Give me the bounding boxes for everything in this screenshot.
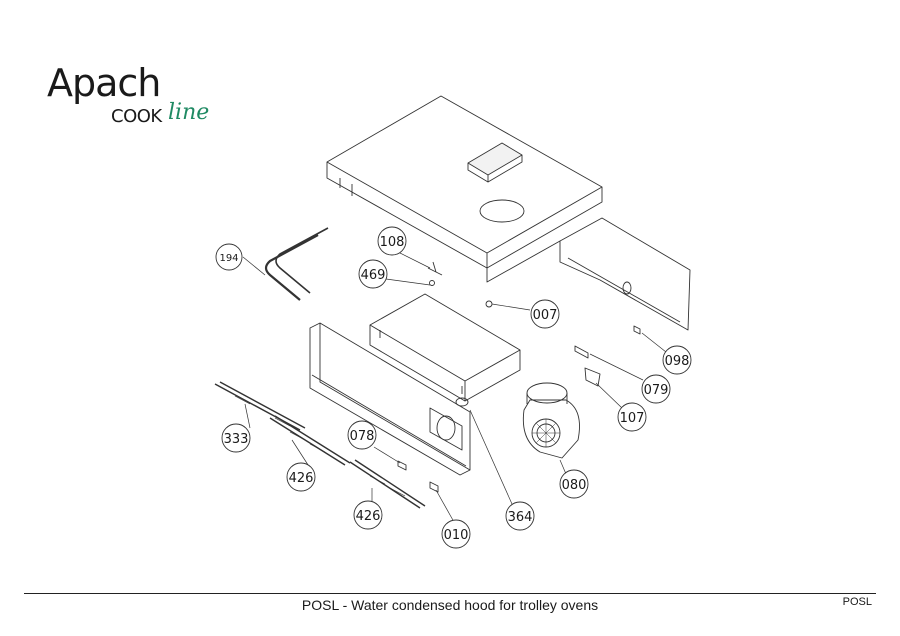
svg-text:078: 078 [350, 429, 375, 444]
small-fittings [397, 261, 641, 493]
callout-080: 080 [559, 469, 589, 499]
brand-logo-line: line [168, 100, 210, 125]
brand-logo-apach: Apach [47, 61, 161, 105]
callout-007: 007 [530, 299, 560, 329]
condenser-tank [369, 293, 521, 402]
hood-rear-flange [559, 217, 691, 331]
callout-108: 108 [377, 226, 407, 256]
svg-text:098: 098 [665, 354, 690, 369]
svg-text:007: 007 [533, 308, 558, 323]
callout-426-upper: 426 [286, 462, 316, 492]
condensate-pipe [264, 227, 329, 301]
hood-top-panel [326, 95, 603, 283]
svg-text:080: 080 [562, 478, 587, 493]
hose-clamp [214, 381, 426, 509]
svg-text:010: 010 [444, 528, 469, 543]
svg-text:469: 469 [361, 268, 386, 283]
svg-text:194: 194 [219, 253, 238, 264]
svg-text:364: 364 [508, 510, 533, 525]
blower-fan-unit [522, 382, 580, 459]
callout-426-lower: 426 [353, 500, 383, 530]
front-drain-panel [309, 322, 471, 476]
callout-194: 194 [215, 243, 243, 271]
footer-divider [24, 593, 876, 594]
callout-107: 107 [617, 402, 647, 432]
footer-title: POSL - Water condensed hood for trolley … [301, 597, 599, 613]
hood-top-vent [467, 142, 525, 223]
svg-text:333: 333 [224, 432, 249, 447]
footer-code: POSL [842, 596, 872, 608]
callout-098: 098 [662, 345, 692, 375]
callout-010: 010 [441, 519, 471, 549]
callout-078: 078 [347, 420, 377, 450]
svg-text:079: 079 [644, 383, 669, 398]
svg-text:107: 107 [620, 411, 645, 426]
callout-079: 079 [641, 374, 671, 404]
svg-text:426: 426 [356, 509, 381, 524]
callout-469: 469 [358, 259, 388, 289]
svg-text:426: 426 [289, 471, 314, 486]
callout-333: 333 [221, 423, 251, 453]
callout-364: 364 [505, 501, 535, 531]
brand-logo-cook: COOK [111, 106, 162, 127]
svg-text:108: 108 [380, 235, 405, 250]
